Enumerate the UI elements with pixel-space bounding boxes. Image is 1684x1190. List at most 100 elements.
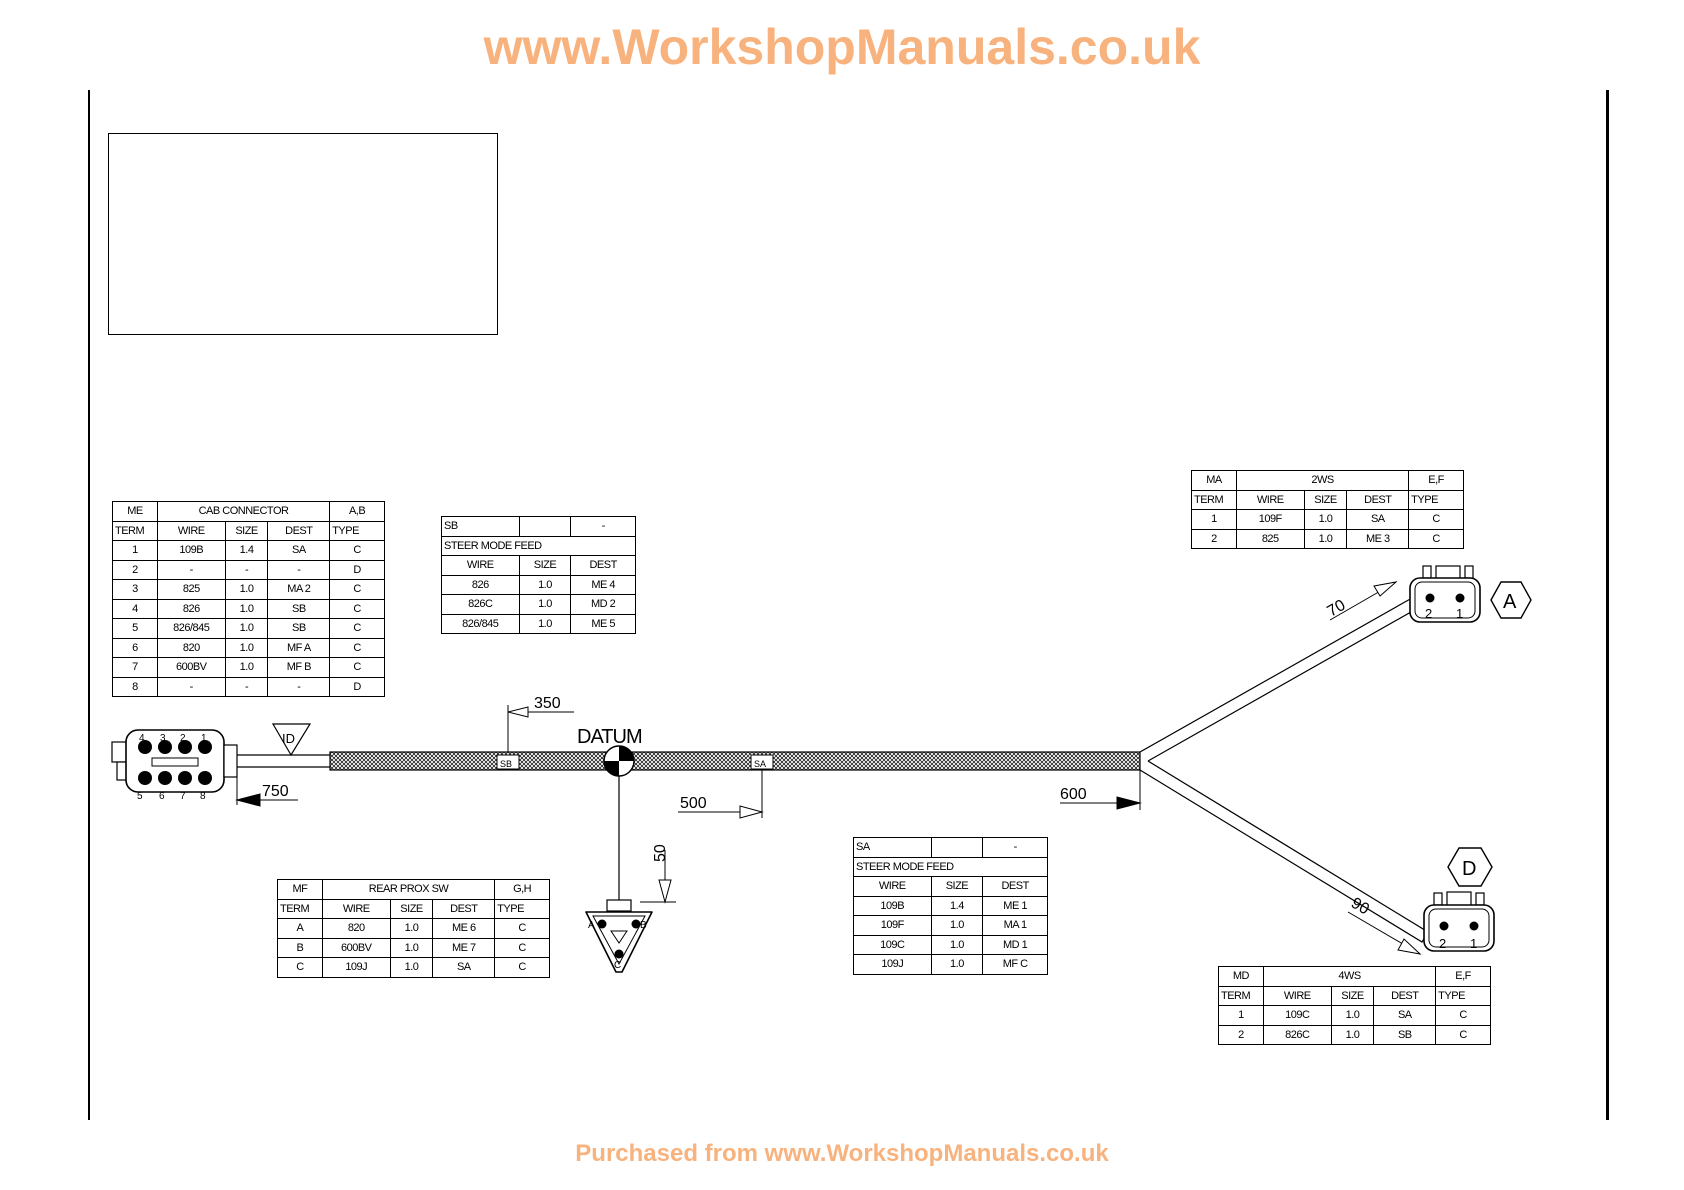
- table-cell: A: [277, 918, 323, 939]
- table-cell: D: [329, 559, 385, 580]
- table-cell: SA: [432, 957, 496, 978]
- table-cell: SB: [1373, 1024, 1437, 1045]
- table-cell: 1.0: [224, 637, 269, 658]
- hex-d-marker: [1447, 847, 1493, 887]
- table-row: MD 4WS E,F: [1218, 966, 1491, 987]
- table-row: MF REAR PROX SW G,H: [277, 879, 550, 900]
- column-header: SIZE: [389, 898, 434, 919]
- table-cell: 1.0: [518, 574, 572, 595]
- column-header: TERM: [1218, 985, 1264, 1006]
- table-cell: C: [329, 540, 385, 561]
- table-cell: 1.0: [518, 613, 572, 634]
- table-cell: 1.0: [224, 579, 269, 600]
- table-cell: 600BV: [156, 657, 226, 678]
- table-header-row: TERM WIRE SIZE DEST TYPE: [277, 898, 550, 919]
- me-connector: [111, 729, 238, 793]
- branch-md: [1139, 760, 1429, 943]
- table-header-row: TERM WIRE SIZE DEST TYPE: [112, 520, 385, 541]
- table-type-code: E,F: [1435, 966, 1491, 987]
- table-row: 2 826C 1.0 SB C: [1218, 1024, 1491, 1045]
- table-row: 109J 1.0 MF C: [853, 954, 1048, 975]
- table-cell: ME 7: [432, 937, 496, 958]
- column-header: DEST: [1373, 985, 1437, 1006]
- table-cell: C: [1408, 509, 1464, 530]
- frame-right-border: [1606, 90, 1609, 1120]
- table-cell: 826: [156, 598, 226, 619]
- title-block-box: [108, 133, 498, 335]
- hex-d-label: D: [1462, 858, 1476, 880]
- column-header: DEST: [267, 520, 331, 541]
- table-row: 2 - - - D: [112, 559, 385, 580]
- table-cell: 1.4: [224, 540, 269, 561]
- md-pin-1-label: 1: [1470, 936, 1477, 951]
- table-cell: 109F: [1235, 509, 1305, 530]
- table-cell: C: [329, 579, 385, 600]
- table-cell: 1.0: [1303, 528, 1348, 549]
- table-cell: 109J: [321, 957, 391, 978]
- table-cell: MD 1: [982, 934, 1048, 955]
- table-cell: 1.0: [518, 594, 572, 615]
- table-title: REAR PROX SW: [321, 879, 496, 900]
- table-cell: 1.0: [930, 934, 984, 955]
- table-cell: C: [1435, 1005, 1491, 1026]
- table-row: 2 825 1.0 ME 3 C: [1191, 528, 1464, 549]
- table-row: 826C 1.0 MD 2: [441, 594, 636, 615]
- table-cell: MA 2: [267, 579, 331, 600]
- table-row: STEER MODE FEED: [853, 856, 1048, 877]
- table-cell: 8: [112, 676, 158, 697]
- table-cell: 826C: [1262, 1024, 1332, 1045]
- md-connector: [1423, 891, 1495, 952]
- table-cell: ME 5: [570, 613, 636, 634]
- table-row: 1 109C 1.0 SA C: [1218, 1005, 1491, 1026]
- table-cell: B: [277, 937, 323, 958]
- column-header: SIZE: [1303, 489, 1348, 510]
- table-cell: -: [156, 559, 226, 580]
- table-header-row: TERM WIRE SIZE DEST TYPE: [1191, 489, 1464, 510]
- table-cell: C: [1435, 1024, 1491, 1045]
- table-title: CAB CONNECTOR: [156, 501, 331, 522]
- table-type-code: A,B: [329, 501, 385, 522]
- table-row: 6 820 1.0 MF A C: [112, 637, 385, 658]
- table-cell: 3: [112, 579, 158, 600]
- mf-pin-a-label: A: [588, 920, 595, 931]
- table-cell: -: [267, 559, 331, 580]
- hex-a-marker: [1490, 581, 1532, 619]
- table-cell: 826: [441, 574, 520, 595]
- ma-pin-1-label: 1: [1456, 606, 1463, 621]
- table-type-code: G,H: [494, 879, 550, 900]
- table-cell: 1.0: [389, 957, 434, 978]
- table-cell: 6: [112, 637, 158, 658]
- table-cell: 2: [1191, 528, 1237, 549]
- column-header: DEST: [1346, 489, 1410, 510]
- table-cell: C: [329, 618, 385, 639]
- me-pin-label: 6: [159, 791, 165, 802]
- column-header: TYPE: [329, 520, 385, 541]
- table-row: 826/845 1.0 ME 5: [441, 613, 636, 634]
- table-cell: 820: [156, 637, 226, 658]
- table-id: MD: [1218, 966, 1264, 987]
- table-cell: -: [267, 676, 331, 697]
- column-header: WIRE: [441, 555, 520, 576]
- table-cell: 820: [321, 918, 391, 939]
- table-cell: ME 3: [1346, 528, 1410, 549]
- table-cell: 2: [112, 559, 158, 580]
- dim-500-label: 500: [680, 795, 707, 812]
- table-cell: 109F: [853, 915, 932, 936]
- table-cell: D: [329, 676, 385, 697]
- table-row: 8 - - - D: [112, 676, 385, 697]
- table-cell: SA: [267, 540, 331, 561]
- table-title: 2WS: [1235, 470, 1410, 491]
- table-row: SB -: [441, 516, 636, 537]
- table-row: 1 109F 1.0 SA C: [1191, 509, 1464, 530]
- id-triangle: [271, 723, 312, 757]
- me-pin-label: 5: [137, 791, 143, 802]
- table-cell: SB: [267, 598, 331, 619]
- table-cell: C: [494, 937, 550, 958]
- column-header: SIZE: [518, 555, 572, 576]
- table-cell: 109B: [156, 540, 226, 561]
- column-header: TYPE: [1408, 489, 1464, 510]
- table-row: ME CAB CONNECTOR A,B: [112, 501, 385, 522]
- watermark-bottom: Purchased from www.WorkshopManuals.co.uk: [575, 1140, 1109, 1167]
- table-cell: C: [494, 918, 550, 939]
- column-header: WIRE: [1235, 489, 1305, 510]
